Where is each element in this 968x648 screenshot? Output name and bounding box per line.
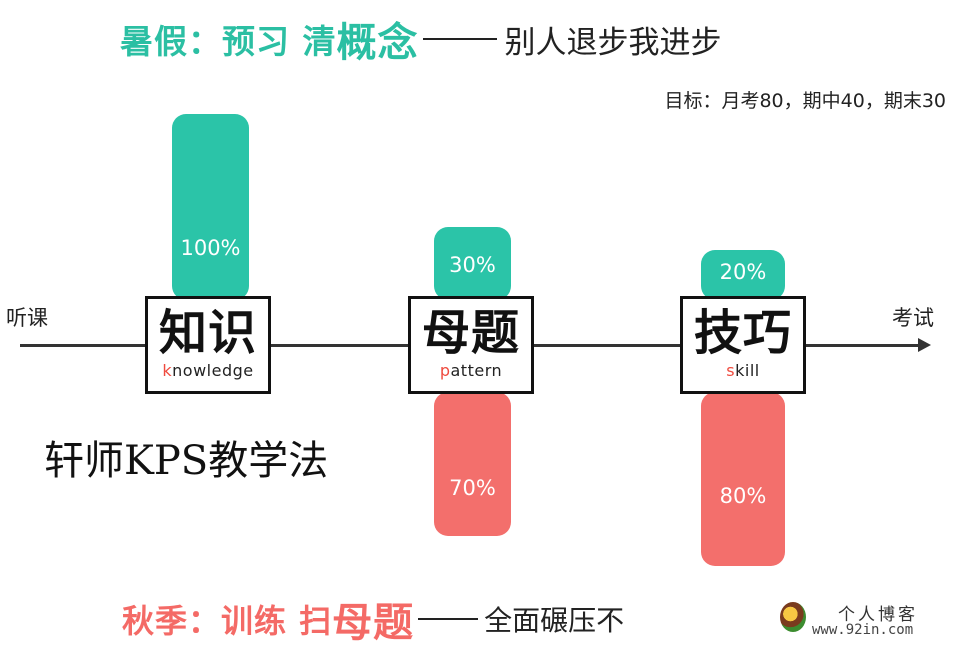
method-title: 轩师KPS教学法	[44, 438, 329, 484]
knowledge-top-percent: 100%	[180, 236, 241, 260]
pattern-en-label: pattern	[439, 361, 503, 380]
headline-dash	[418, 618, 479, 620]
autumn-headline: 秋季：训练 扫 母题 全面碾压不	[122, 594, 625, 646]
summer-headline-prefix: 暑假：预习 清	[120, 22, 337, 61]
summer-headline-emphasis: 概念	[336, 19, 419, 66]
skill-top-percent: 20%	[719, 260, 767, 284]
skill-en-label: skill	[726, 361, 760, 380]
watermark-name: 个人博客	[838, 605, 918, 625]
summer-headline-suffix: 别人退步我进步	[504, 24, 722, 61]
pattern-box: 母题 pattern	[408, 296, 534, 394]
skill-red-bar: 80%	[701, 392, 785, 566]
goal-text: 目标：月考80，期中40，期末30	[664, 90, 946, 112]
skill-teal-bar: 20%	[701, 250, 785, 300]
pattern-top-percent: 30%	[449, 253, 496, 277]
skill-box: 技巧 skill	[680, 296, 806, 394]
skill-cn-label: 技巧	[693, 305, 792, 361]
autumn-headline-prefix: 秋季：训练 扫	[122, 602, 333, 640]
skill-bottom-percent: 80%	[719, 484, 767, 508]
pattern-teal-bar: 30%	[434, 227, 511, 300]
autumn-headline-emphasis: 母题	[332, 599, 415, 646]
axis-start-label: 听课	[6, 306, 48, 330]
pattern-red-bar: 70%	[434, 392, 511, 536]
watermark-backdrop	[776, 598, 956, 638]
blog-logo-icon	[780, 602, 806, 632]
summer-headline: 暑假：预习 清 概念 别人退步我进步	[120, 14, 722, 66]
headline-dash	[422, 38, 497, 40]
knowledge-cn-label: 知识	[158, 305, 257, 361]
axis-end-label: 考试	[892, 306, 934, 330]
pattern-cn-label: 母题	[421, 305, 520, 361]
watermark-url: www.92in.com	[812, 622, 914, 638]
knowledge-box: 知识 knowledge	[145, 296, 271, 394]
knowledge-teal-bar: 100%	[172, 114, 249, 300]
pattern-bottom-percent: 70%	[449, 476, 496, 500]
arrow-right-icon	[918, 338, 931, 352]
autumn-headline-suffix: 全面碾压不	[484, 604, 625, 637]
knowledge-en-label: knowledge	[162, 361, 254, 380]
